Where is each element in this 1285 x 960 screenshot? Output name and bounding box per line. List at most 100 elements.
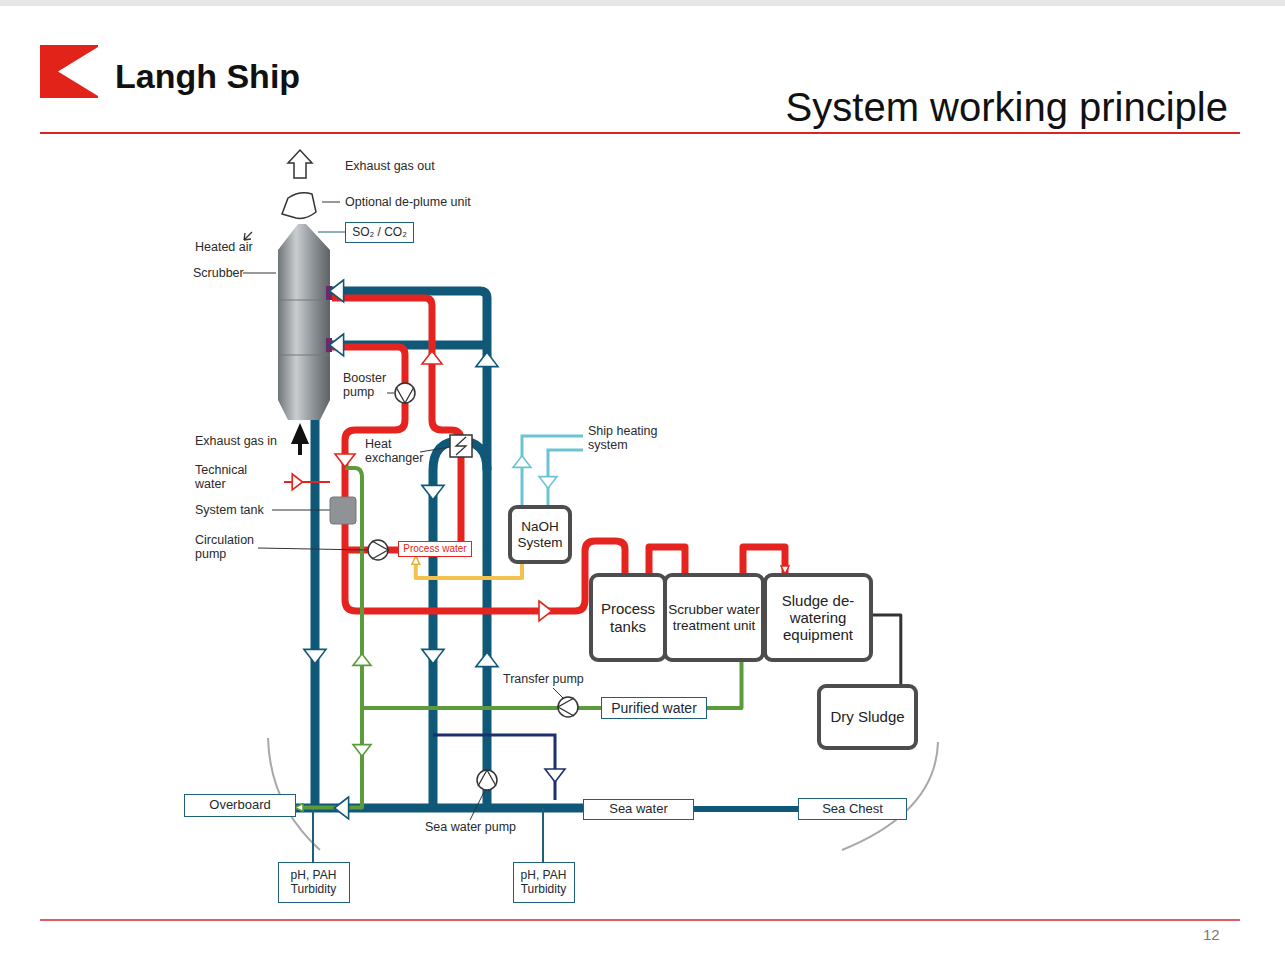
part-label-text: Sea water pump <box>425 820 516 834</box>
part-label-text: Ship heating system <box>588 424 658 452</box>
flow-arrow <box>329 334 343 356</box>
node-text: Purified water <box>611 700 697 716</box>
process-water-pipe <box>332 298 625 611</box>
part-label: Heat exchanger <box>365 437 423 466</box>
stream-box: Sea water <box>583 799 694 820</box>
stream-box: Purified water <box>601 697 707 719</box>
part-label: Exhaust gas in <box>195 434 277 448</box>
inlet-box: Sea Chest <box>798 798 907 820</box>
part-label-text: Technical water <box>195 463 247 491</box>
pump-symbol <box>395 383 415 403</box>
slide-title: System working principle <box>786 84 1228 130</box>
pump-symbol <box>558 697 578 717</box>
part-label-text: Exhaust gas in <box>195 434 277 448</box>
exhaust-out-arrow <box>288 150 312 178</box>
process-box: Sludge de-watering equipment <box>763 573 873 662</box>
outlet-box: Overboard <box>184 794 296 817</box>
sensor-box: pH, PAH Turbidity <box>513 862 575 903</box>
pump-symbol <box>477 770 497 790</box>
node-text: Scrubber water treatment unit <box>668 602 760 633</box>
pipe-connector <box>873 615 901 684</box>
pipe-connector <box>694 806 798 812</box>
node-text: SO₂ / CO₂ <box>352 226 407 240</box>
leader-line <box>243 273 276 274</box>
process-box: Process tanks <box>589 573 667 662</box>
footer-rule <box>40 919 1240 921</box>
page-number-text: 12 <box>1203 926 1220 943</box>
part-label: Scrubber <box>193 266 244 280</box>
flow-arrow <box>304 649 326 663</box>
flow-arrow <box>335 454 355 467</box>
flow-arrow <box>545 769 565 782</box>
sensor-line <box>312 808 314 862</box>
flow-arrow <box>422 649 444 663</box>
flow-arrow <box>513 456 531 468</box>
page-number: 12 <box>1203 926 1220 943</box>
part-label: Transfer pump <box>503 672 584 686</box>
flow-arrow <box>539 477 557 489</box>
part-label-text: Transfer pump <box>503 672 584 686</box>
pipe-connector <box>296 708 601 808</box>
flow-arrow <box>292 474 302 490</box>
node-text: Dry Sludge <box>830 708 904 725</box>
part-label: Circulation pump <box>195 533 257 562</box>
logo-mark <box>40 45 98 98</box>
part-label-text: Heated air <box>195 240 253 254</box>
part-label-text: Optional de-plume unit <box>345 195 471 209</box>
node-text: pH, PAH Turbidity <box>518 869 570 897</box>
leader-line <box>258 393 563 820</box>
heating-pipe <box>522 436 583 505</box>
brand-name-text: Langh Ship <box>115 57 300 95</box>
node-text: Sea water <box>609 802 668 817</box>
node-text: Process tanks <box>594 600 662 635</box>
scrubber-tower <box>278 224 332 420</box>
title-text: System working principle <box>786 85 1228 129</box>
node-text: Overboard <box>209 798 270 813</box>
flow-arrow <box>539 601 552 621</box>
part-label-text: Scrubber <box>193 266 244 280</box>
flow-arrow <box>353 745 371 757</box>
deplume-unit <box>282 193 316 219</box>
pipe-connector <box>707 662 742 708</box>
heat-exchanger <box>450 435 472 457</box>
technical-water-line <box>284 481 330 483</box>
part-label-text: Exhaust gas out <box>345 159 435 173</box>
pump-symbol <box>368 540 388 560</box>
part-label: Exhaust gas out <box>345 159 435 173</box>
part-label-text: Heat exchanger <box>365 437 423 465</box>
gas-sensor-box: SO₂ / CO₂ <box>345 222 414 243</box>
pipe-connector <box>416 557 522 578</box>
part-label: Sea water pump <box>425 820 516 834</box>
system-tank <box>330 497 356 524</box>
part-label: Booster pump <box>343 371 393 400</box>
flow-arrow <box>334 797 348 819</box>
heated-air-arrow <box>244 232 252 240</box>
brand-name: Langh Ship <box>115 57 300 96</box>
bypass-pipe <box>433 735 555 800</box>
hull-line <box>842 742 938 850</box>
part-label-text: System tank <box>195 503 264 517</box>
leader-line <box>322 202 340 203</box>
sensor-line <box>542 808 544 862</box>
top-band <box>0 0 1285 6</box>
part-label: Heated air <box>195 240 253 254</box>
leader-line <box>318 232 345 233</box>
part-label: System tank <box>195 503 264 517</box>
sensor-box: pH, PAH Turbidity <box>278 862 350 903</box>
flow-arrow <box>476 352 498 366</box>
part-label: Optional de-plume unit <box>345 195 471 209</box>
node-text: Sludge de-watering equipment <box>768 592 868 644</box>
process-water-box: Process water <box>398 541 472 558</box>
pipe-connector <box>743 547 785 573</box>
flow-arrow <box>422 351 442 364</box>
part-label: Technical water <box>195 463 253 492</box>
flow-arrow <box>422 485 444 499</box>
naoh-unit-box: NaOH System <box>508 505 572 564</box>
part-label-text: Circulation pump <box>195 533 254 561</box>
node-text: Process water <box>403 543 466 555</box>
process-box: Scrubber water treatment unit <box>663 573 765 662</box>
pipe-connector <box>649 547 685 573</box>
part-label-text: Booster pump <box>343 371 386 399</box>
node-text: Sea Chest <box>822 802 883 817</box>
